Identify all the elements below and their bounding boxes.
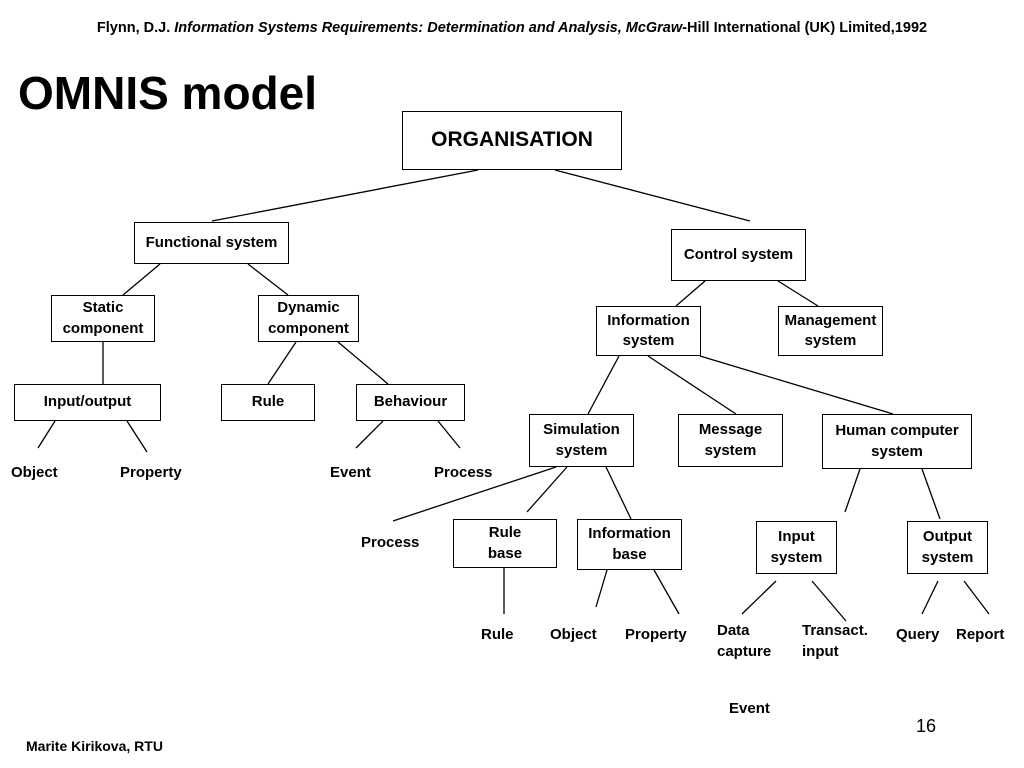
leaf-event: Event [729,700,770,717]
leaf-property: Property [120,464,182,481]
link-output-query [921,580,939,615]
link-infobase-object [595,569,608,608]
leaf-event: Event [330,464,371,481]
node-rule: Rule [221,384,315,421]
node-information-system: Information system [596,306,701,356]
link-control-management [777,280,819,307]
citation-title: Information Systems Requirements: Determ… [174,20,683,36]
node-human-computer-system: Human computer system [822,414,972,469]
node-organisation: ORGANISATION [402,111,622,170]
link-human-output [921,468,941,520]
node-behaviour: Behaviour [356,384,465,421]
link-simulation-process [392,466,557,522]
leaf-object: Object [550,626,597,643]
leaf-process: Process [361,534,420,551]
link-output-report [963,580,990,615]
link-dynamic-rule [267,341,297,385]
link-inputoutput-object [37,420,56,449]
slide-title: OMNIS model [18,67,318,119]
leaf-rule: Rule [481,626,514,643]
citation-publisher: -Hill International (UK) Limited,1992 [682,20,928,36]
leaf-report: Report [956,626,1005,643]
node-input-output: Input/output [14,384,161,421]
link-organisation-functional [211,169,479,222]
node-control-system: Control system [671,229,806,281]
node-simulation-system: Simulation system [529,414,634,467]
link-inputoutput-property [126,420,148,453]
link-dynamic-behaviour [337,341,389,385]
link-human-input [844,468,861,513]
leaf-property: Property [625,626,687,643]
citation: Flynn, D.J. Information Systems Requirem… [0,20,1024,36]
leaf-transact-input: Transact. input [802,622,868,660]
link-infobase-property [653,569,680,615]
link-control-information [675,280,706,307]
node-static-component: Static component [51,295,155,342]
link-simulation-infobase [605,466,632,520]
node-dynamic-component: Dynamic component [258,295,359,342]
link-input-datacapture [741,580,777,615]
page-number: 16 [916,716,937,736]
node-management-system: Management system [778,306,883,356]
node-functional-system: Functional system [134,222,289,264]
citation-author: Flynn, D.J. [96,20,175,36]
leaf-query: Query [896,626,940,643]
node-input-system: Input system [756,521,837,574]
link-behaviour-process [437,420,461,449]
link-organisation-control [554,169,751,222]
node-information-base: Information base [577,519,682,570]
footer-author: Marite Kirikova, RTU [26,738,163,754]
link-behaviour-event [355,420,384,449]
leaf-process: Process [434,464,493,481]
link-input-transact [811,580,847,622]
link-information-simulation [587,355,620,415]
link-functional-dynamic [247,263,289,296]
node-message-system: Message system [678,414,783,467]
link-information-human [699,355,894,415]
link-simulation-rulebase [526,466,568,513]
node-output-system: Output system [907,521,988,574]
leaf-data-capture: Data capture [717,622,772,660]
leaf-object: Object [11,464,58,481]
link-information-message [647,355,737,415]
link-functional-static [122,263,161,296]
node-rule-base: Rule base [453,519,557,568]
